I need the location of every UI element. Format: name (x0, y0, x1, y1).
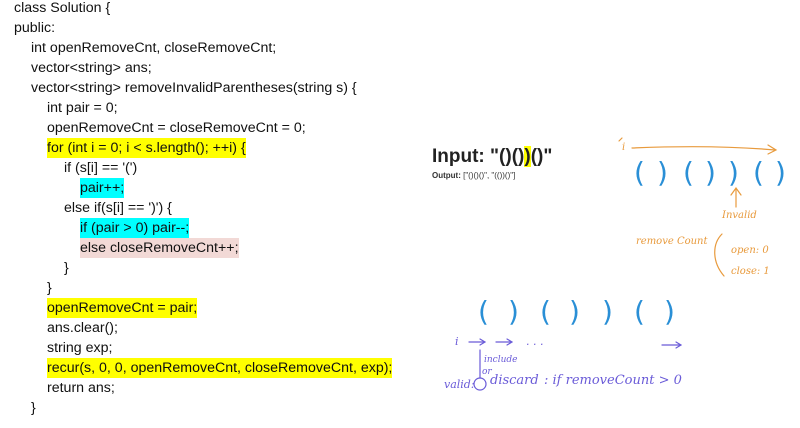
paren-bottom-3: ) (569, 295, 580, 328)
paren-bottom-5: ( (634, 295, 645, 328)
arrow-head-top (767, 144, 778, 155)
paren-top-0: ( (634, 156, 645, 189)
invalid-label: Invalid (721, 210, 757, 221)
paren-bottom-2: ( (540, 295, 551, 328)
i-dot (618, 137, 623, 142)
code-line: else if(s[i] == ')') { (64, 200, 172, 216)
dots: . . . (526, 335, 543, 348)
valid-circle-icon (473, 377, 487, 391)
valid-label: valid: (444, 378, 475, 391)
example-output: Output: ["()()()", "(())()"] (432, 171, 515, 180)
arrow-right-icon (661, 341, 683, 349)
code-line: string exp; (47, 340, 113, 356)
code-line-highlight-yellow: recur(s, 0, 0, openRemoveCnt, closeRemov… (47, 358, 393, 378)
code-line: class Solution { (14, 0, 111, 16)
or-label: or (482, 367, 492, 377)
output-label: Output: (432, 171, 461, 180)
paren-bottom-0: ( (478, 295, 489, 328)
paren-bottom-6: ) (664, 295, 675, 328)
up-arrow-icon (730, 186, 742, 208)
input-value-post: ()" (530, 146, 553, 167)
code-line-highlight-cyan: if (pair > 0) pair--; (80, 218, 190, 238)
output-value: ["()()()", "(())()"] (460, 171, 516, 180)
arrow-line-top (631, 146, 776, 151)
code-line: if (s[i] == '(') (64, 160, 138, 176)
code-line-highlight-cyan: pair++; (80, 178, 125, 198)
code-line-highlight-pink: else closeRemoveCnt++; (80, 238, 239, 258)
paren-top-2: ( (683, 156, 694, 189)
i-label-bottom: i (455, 335, 459, 348)
code-line: } (47, 280, 52, 296)
open-count: open: 0 (731, 245, 769, 256)
input-label: Input: (432, 146, 491, 167)
condition-label: : if removeCount > 0 (544, 373, 682, 388)
code-line: vector<string> removeInvalidParentheses(… (31, 80, 357, 96)
paren-top-6: ) (775, 156, 786, 189)
top-diagram: i ( ) ( ) ) ( ) Invalid remove Count ope… (618, 137, 786, 277)
code-line: } (31, 400, 36, 416)
code-line-highlight-yellow: openRemoveCnt = pair; (47, 298, 198, 318)
paren-top-1: ) (657, 156, 668, 189)
code-line: ans.clear(); (47, 320, 118, 336)
include-label: include (484, 355, 517, 365)
paren-bottom-4: ) (602, 295, 613, 328)
paren-top-5: ( (753, 156, 764, 189)
brace-icon (714, 233, 725, 277)
paren-bottom-1: ) (508, 295, 519, 328)
discard-label: discard (490, 373, 539, 388)
close-count: close: 1 (731, 266, 770, 277)
code-line: public: (14, 20, 56, 36)
paren-top-3: ) (705, 156, 716, 189)
code-line: int pair = 0; (47, 100, 118, 116)
bottom-diagram: ( ) ( ) ) ( ) i . . . include or valid: … (444, 295, 683, 391)
code-line-highlight-yellow: for (int i = 0; i < s.length(); ++i) { (47, 138, 246, 158)
code-line: return ans; (47, 380, 115, 396)
code-line: vector<string> ans; (31, 60, 152, 76)
code-line: openRemoveCnt = closeRemoveCnt = 0; (47, 120, 306, 136)
code-line: } (64, 260, 69, 276)
input-value-pre: "()() (490, 146, 525, 167)
i-label-top: i (622, 142, 625, 153)
arrow-right-icon (495, 338, 514, 346)
remove-count-label: remove Count (636, 236, 709, 247)
code-line: int openRemoveCnt, closeRemoveCnt; (31, 40, 277, 56)
arrow-right-icon (468, 338, 487, 346)
input-value-highlight: ) (524, 146, 531, 167)
example-input: Input: "()())()" (432, 146, 552, 168)
paren-top-4: ) (728, 156, 739, 189)
